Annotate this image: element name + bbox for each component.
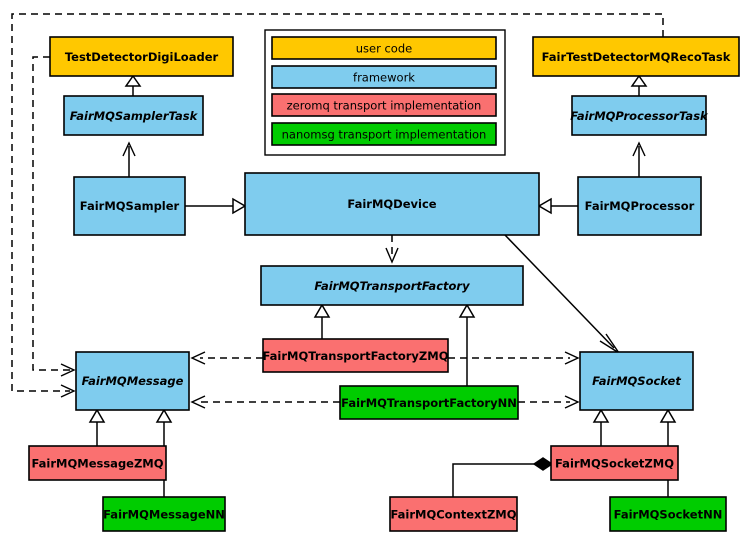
edge-socketzmq-to-socket — [592, 408, 610, 446]
class-label-fairmqprocessor: FairMQProcessor — [585, 199, 695, 213]
class-box-fairmqcontextzmq[interactable] — [389, 496, 518, 532]
edge-messagezmq-to-message — [88, 408, 106, 446]
class-node-fairmqsocketnn[interactable]: FairMQSocketNN — [609, 496, 727, 532]
class-label-testdetectordigiloader: TestDetectorDigiLoader — [65, 50, 219, 64]
legend-label-framework: framework — [353, 71, 415, 85]
edge-sampler-to-device — [185, 197, 247, 215]
class-node-fairmqmessagezmq[interactable]: FairMQMessageZMQ — [28, 445, 167, 481]
class-node-fairmqtransportfactorynn[interactable]: FairMQTransportFactoryNN — [339, 385, 519, 420]
class-box-fairmqtransportfactory[interactable] — [260, 265, 524, 306]
legend-swatch-framework — [271, 65, 497, 89]
class-box-fairmqmessage[interactable] — [75, 351, 190, 411]
class-label-fairmqsamplertask: FairMQSamplerTask — [70, 109, 199, 123]
edge-contextzmq-to-socketzmq — [452, 457, 554, 497]
class-box-fairmqmessagenn[interactable] — [102, 496, 226, 532]
legend-label-nanomsg: nanomsg transport implementation — [282, 128, 487, 142]
class-label-fairmqcontextzmq: FairMQContextZMQ — [390, 508, 516, 522]
legend-swatch-user-code — [271, 36, 497, 60]
class-node-fairmqsocket[interactable]: FairMQSocket — [579, 351, 694, 411]
class-box-fairmqtransportfactoryzmq[interactable] — [262, 338, 449, 373]
class-box-fairmqprocessor[interactable] — [577, 176, 702, 236]
class-box-fairmqsocketnn[interactable] — [609, 496, 727, 532]
class-label-fairmqsocketnn: FairMQSocketNN — [614, 508, 723, 522]
edge-digiloader-to-message — [32, 56, 76, 377]
class-node-fairtestdetectormqrecotask[interactable]: FairTestDetectorMQRecoTask — [532, 36, 740, 77]
legend-swatch-nanomsg — [271, 122, 497, 146]
class-node-fairmqsocketzmq[interactable]: FairMQSocketZMQ — [550, 445, 679, 481]
class-label-fairmqtransportfactoryzmq: FairMQTransportFactoryZMQ — [262, 349, 448, 363]
class-node-fairmqcontextzmq[interactable]: FairMQContextZMQ — [389, 496, 518, 532]
class-label-fairmqtransportfactory: FairMQTransportFactory — [314, 279, 470, 293]
edge-tfnn-to-socket — [518, 395, 580, 409]
edge-tfzmq-to-transportfactory — [313, 303, 331, 339]
class-label-fairmqdevice: FairMQDevice — [347, 197, 436, 211]
class-box-fairmqsocketzmq[interactable] — [550, 445, 679, 481]
class-node-fairmqsamplertask[interactable]: FairMQSamplerTask — [63, 95, 204, 136]
class-node-fairmqprocessortask[interactable]: FairMQProcessorTask — [570, 95, 709, 136]
class-label-fairmqsampler: FairMQSampler — [80, 199, 180, 213]
class-label-fairmqtransportfactorynn: FairMQTransportFactoryNN — [341, 396, 517, 410]
node-layer: TestDetectorDigiLoader FairMQSamplerTask… — [28, 36, 740, 532]
class-label-fairmqprocessortask: FairMQProcessorTask — [570, 109, 709, 123]
class-label-fairmqsocket: FairMQSocket — [592, 374, 681, 388]
edge-processor-to-processortask — [632, 141, 646, 177]
class-box-fairmqsamplertask[interactable] — [63, 95, 204, 136]
edge-processor-to-device — [537, 197, 578, 215]
class-node-fairmqmessagenn[interactable]: FairMQMessageNN — [102, 496, 226, 532]
class-label-fairtestdetectormqrecotask: FairTestDetectorMQRecoTask — [542, 50, 731, 64]
class-node-fairmqtransportfactoryzmq[interactable]: FairMQTransportFactoryZMQ — [262, 338, 449, 373]
edge-tfnn-to-transportfactory — [458, 303, 476, 386]
class-box-fairtestdetectormqrecotask[interactable] — [532, 36, 740, 77]
class-label-fairmqmessage: FairMQMessage — [82, 374, 184, 388]
class-label-fairmqmessagezmq: FairMQMessageZMQ — [31, 457, 163, 471]
edge-tfzmq-to-message — [190, 351, 263, 365]
edge-tfzmq-to-socket — [448, 351, 580, 365]
class-node-fairmqmessage[interactable]: FairMQMessage — [75, 351, 190, 411]
class-node-fairmqdevice[interactable]: FairMQDevice — [244, 172, 540, 236]
class-label-fairmqmessagenn: FairMQMessageNN — [103, 508, 225, 522]
class-node-testdetectordigiloader[interactable]: TestDetectorDigiLoader — [49, 36, 234, 77]
edge-processortask-to-recotask — [630, 74, 648, 96]
legend: user code framework zeromq transport imp… — [264, 29, 506, 156]
class-node-fairmqprocessor[interactable]: FairMQProcessor — [577, 176, 702, 236]
class-node-fairmqtransportfactory[interactable]: FairMQTransportFactory — [260, 265, 524, 306]
edge-sampler-to-samplertask — [122, 141, 136, 177]
edge-tfnn-to-message — [190, 395, 340, 409]
edge-samplertask-to-digiloader — [124, 74, 142, 96]
class-box-fairmqsampler[interactable] — [73, 176, 186, 236]
class-box-fairmqmessagezmq[interactable] — [28, 445, 167, 481]
legend-item-framework: framework — [271, 65, 497, 89]
class-box-testdetectordigiloader[interactable] — [49, 36, 234, 77]
class-label-fairmqsocketzmq: FairMQSocketZMQ — [555, 457, 674, 471]
edge-device-to-transportfactory — [385, 235, 399, 264]
class-box-fairmqtransportfactorynn[interactable] — [339, 385, 519, 420]
legend-label-user-code: user code — [356, 42, 412, 56]
legend-item-nanomsg: nanomsg transport implementation — [271, 122, 497, 146]
legend-label-zeromq: zeromq transport implementation — [287, 99, 482, 113]
class-node-fairmqsampler[interactable]: FairMQSampler — [73, 176, 186, 236]
legend-item-zeromq: zeromq transport implementation — [271, 93, 497, 117]
class-box-fairmqsocket[interactable] — [579, 351, 694, 411]
class-box-fairmqprocessortask[interactable] — [571, 95, 707, 136]
legend-swatch-zeromq — [271, 93, 497, 117]
class-box-fairmqdevice[interactable] — [244, 172, 540, 236]
edge-recotask-to-message — [11, 13, 664, 398]
legend-item-user-code: user code — [271, 36, 497, 60]
